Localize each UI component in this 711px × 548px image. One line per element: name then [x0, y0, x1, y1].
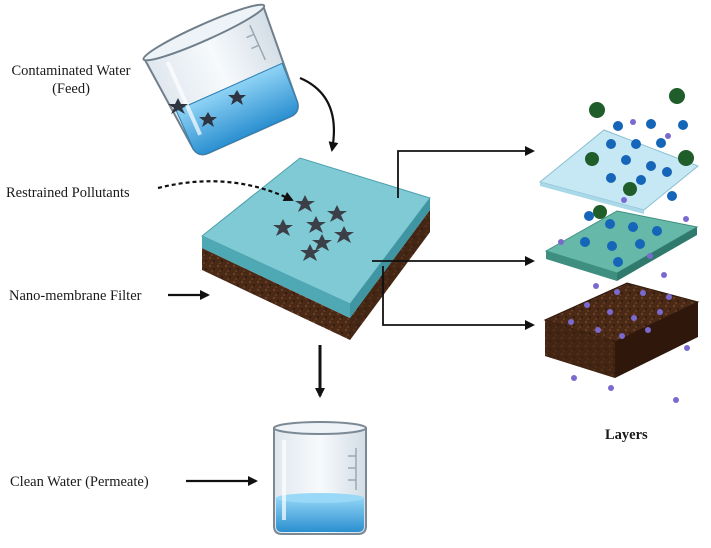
filter-label: Nano-membrane Filter	[9, 288, 142, 304]
permeate-label: Clean Water (Permeate)	[10, 474, 149, 490]
feed-pollutant-stars	[168, 90, 246, 127]
pollutants-label: Restrained Pollutants	[6, 185, 130, 201]
layer-substrate	[543, 282, 700, 378]
pollutants-pointer-arrow	[157, 180, 294, 202]
feed-label: Contaminated Water (Feed)	[0, 62, 142, 98]
feed-label-line1: Contaminated Water	[11, 63, 131, 79]
feed-flow-arrow	[299, 76, 339, 152]
nano-membrane-block	[201, 157, 431, 340]
layers-label: Layers	[605, 427, 648, 443]
layer-nanomembrane	[544, 210, 699, 281]
layer-connectors	[372, 146, 535, 330]
restrained-pollutant-stars	[273, 195, 354, 261]
layer-particles	[558, 88, 694, 403]
beaker-icon	[273, 421, 367, 535]
feed-label-line2: (Feed)	[52, 81, 90, 98]
pouring-beaker-icon	[142, 3, 299, 156]
layer-top-film	[538, 129, 699, 214]
